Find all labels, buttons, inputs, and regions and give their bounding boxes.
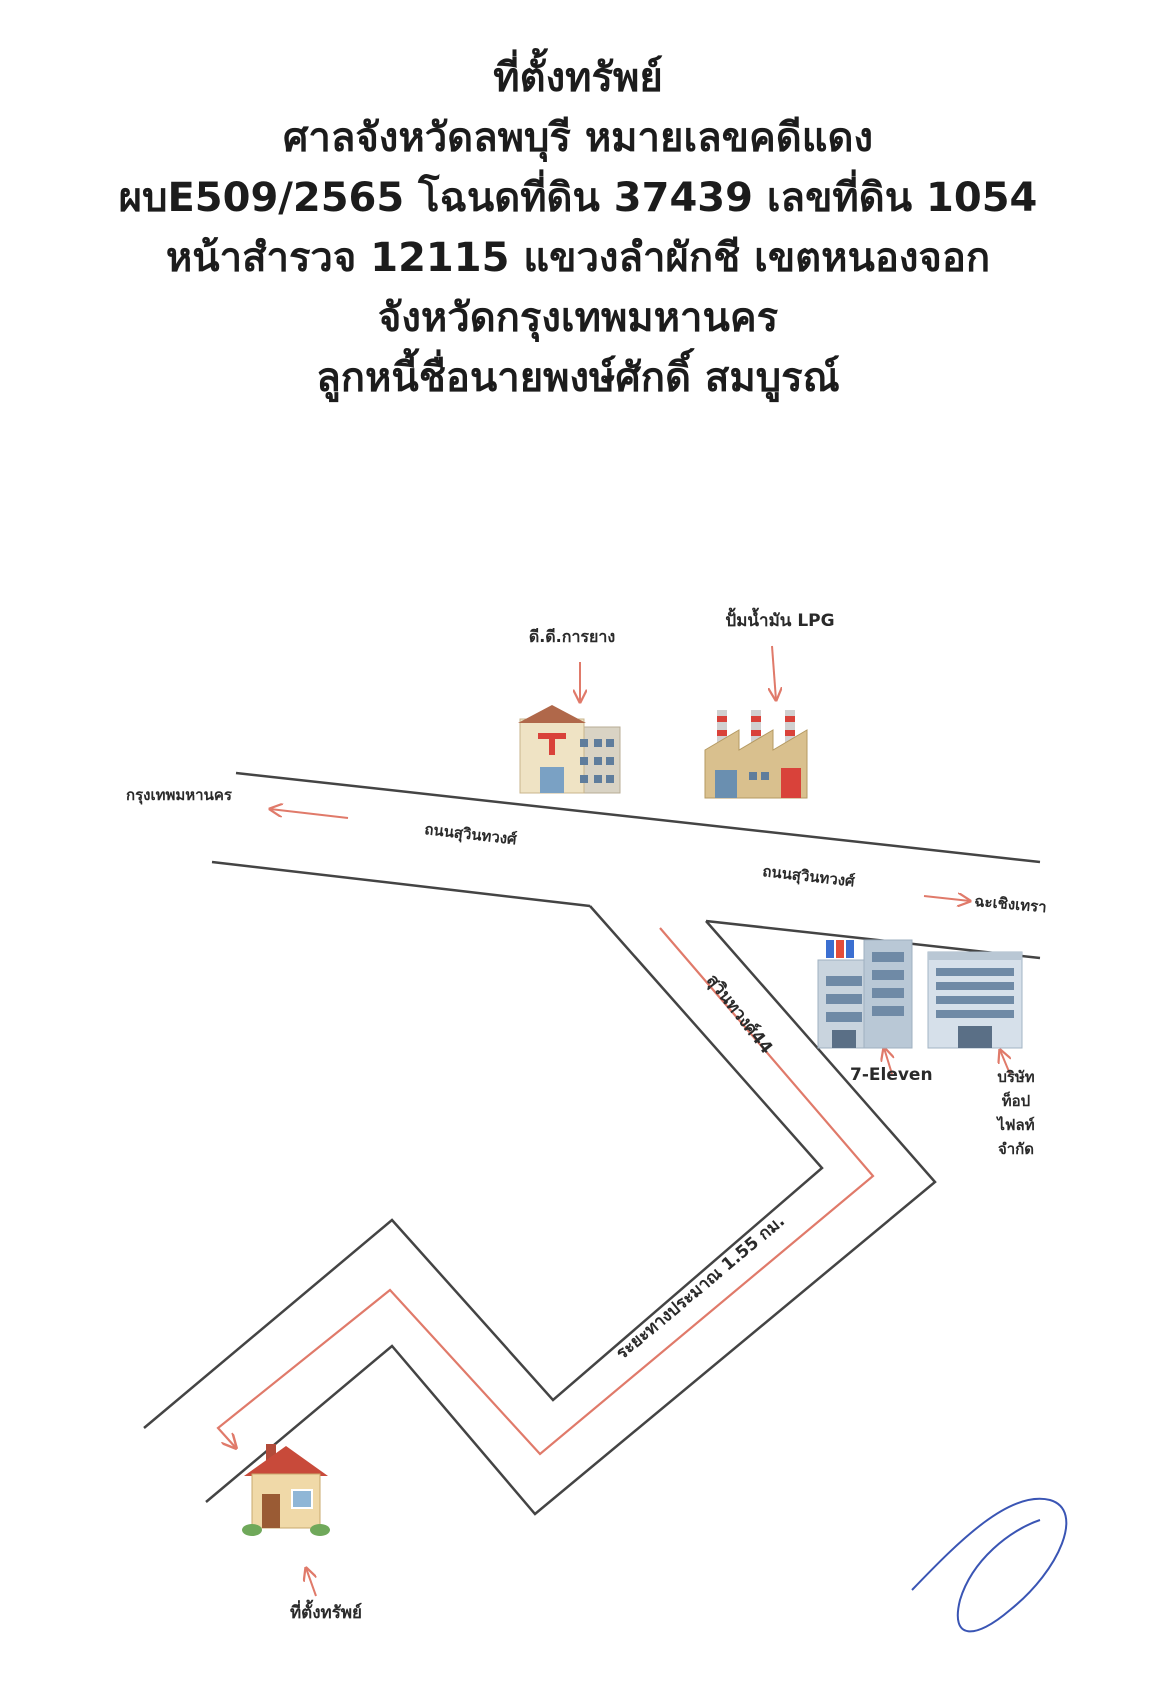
post-office-icon bbox=[518, 705, 621, 794]
title-line: หน้าสำรวจ 12115 แขวงลำผักชี เขตหนองจอก bbox=[165, 235, 991, 281]
east-direction-label: ฉะเชิงเทรา bbox=[974, 892, 1048, 916]
west-direction-label: กรุงเทพมหานคร bbox=[126, 786, 233, 805]
main-road-label-right: ถนนสุวินทวงศ์ bbox=[761, 862, 856, 891]
seven-eleven-arrow bbox=[884, 1048, 892, 1075]
title-line: ศาลจังหวัดลพบุรี หมายเลขคดีแดง bbox=[283, 115, 873, 161]
west-direction-arrow bbox=[270, 809, 349, 819]
signature-mark bbox=[911, 1497, 1068, 1633]
main-road-north-edge bbox=[235, 771, 1041, 864]
seven-eleven-label: 7-Eleven bbox=[850, 1065, 933, 1085]
company-label-line: จำกัด bbox=[998, 1140, 1034, 1158]
title-line: ผบE509/2565 โฉนดที่ดิน 37439 เลขที่ดิน 1… bbox=[118, 175, 1038, 221]
company-arrow bbox=[1000, 1050, 1010, 1075]
gas-station-label: ปั้มน้ำมัน LPG bbox=[725, 607, 834, 631]
property-arrow bbox=[306, 1568, 317, 1597]
east-direction-arrow bbox=[923, 896, 970, 901]
gas-station-arrow bbox=[772, 645, 776, 700]
title-line: ลูกหนี้ชื่อนายพงษ์ศักดิ์ สมบูรณ์ bbox=[316, 355, 840, 401]
route-line bbox=[216, 927, 875, 1456]
post-office-label: ดี.ดี.การยาง bbox=[529, 627, 615, 646]
company-label-line: ท็อป bbox=[1002, 1091, 1030, 1110]
company-label-line: บริษัท bbox=[997, 1068, 1034, 1086]
property-label: ที่ตั้งทรัพย์ bbox=[290, 1599, 362, 1623]
company-label-line: ไฟลท์ bbox=[995, 1115, 1034, 1134]
main-road-south-edge-west bbox=[211, 860, 591, 908]
seven-eleven-building-icon bbox=[817, 939, 913, 1049]
title-line: จังหวัดกรุงเทพมหานคร bbox=[377, 295, 779, 341]
distance-label: ระยะทางประมาณ 1.55 กม. bbox=[612, 1211, 789, 1364]
page-title: ที่ตั้งทรัพย์ ศาลจังหวัดลพบุรี หมายเลขคด… bbox=[0, 48, 1156, 408]
main-road-label-left: ถนนสุวินทวงศ์ bbox=[423, 820, 518, 849]
house-icon bbox=[242, 1444, 330, 1536]
gas-station-icon bbox=[704, 710, 808, 799]
soi-road-east-edge bbox=[205, 920, 937, 1516]
title-line: ที่ตั้งทรัพย์ bbox=[493, 55, 663, 101]
company-building-icon bbox=[927, 951, 1023, 1049]
soi-road-west-edge bbox=[143, 905, 824, 1429]
